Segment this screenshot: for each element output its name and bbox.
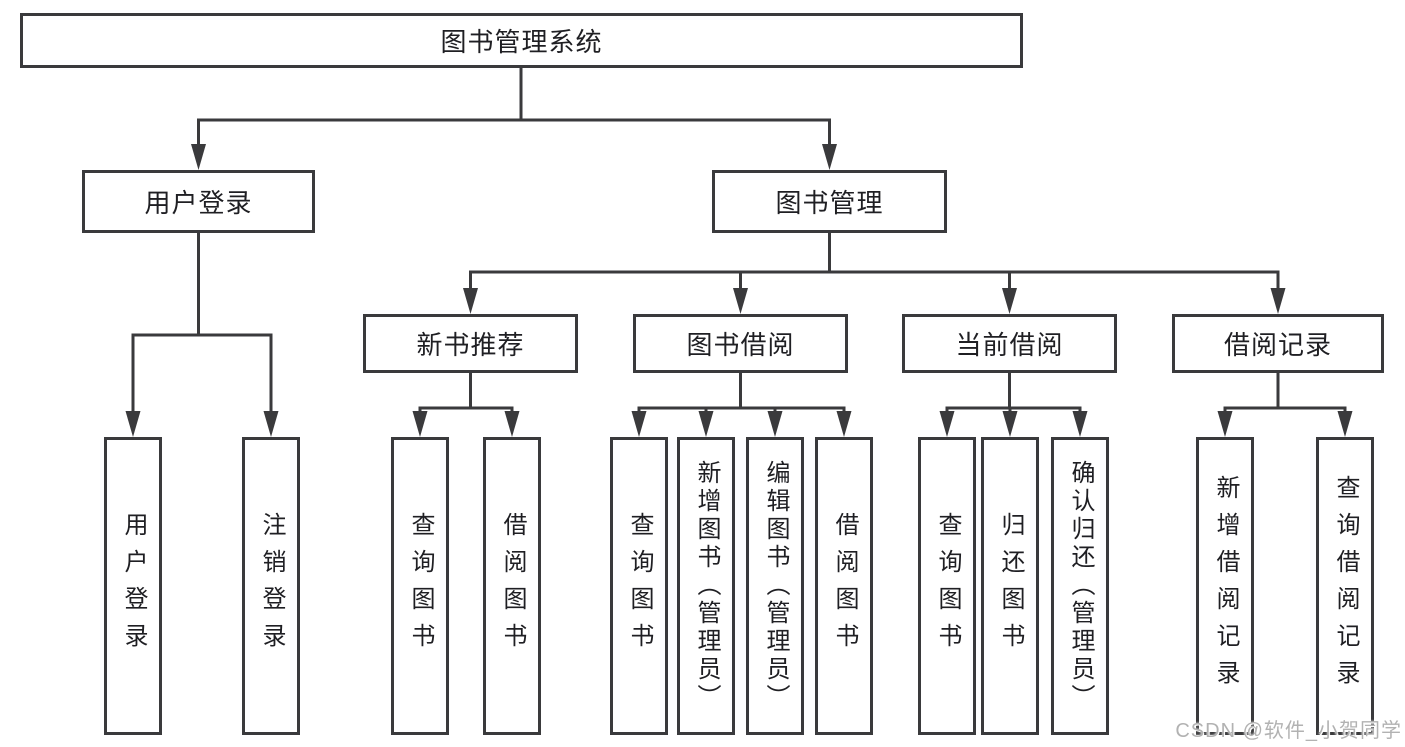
leaf-return-books: 归还图书 <box>981 437 1039 735</box>
leaf-add-books-admin-label: 新增图书（管理员） <box>693 460 720 712</box>
leaf-add-books-admin: 新增图书（管理员） <box>677 437 735 735</box>
node-borrowing-records: 借阅记录 <box>1172 314 1384 373</box>
node-book-management: 图书管理 <box>712 170 947 233</box>
node-book-borrowing: 图书借阅 <box>633 314 848 373</box>
leaf-user-login: 用户登录 <box>104 437 162 735</box>
leaf-query-books-borrowing-label: 查询图书 <box>626 512 653 660</box>
leaf-borrow-books-borrowing-label: 借阅图书 <box>831 512 858 660</box>
watermark: CSDN @软件_小贺同学 <box>1175 720 1402 742</box>
leaf-borrow-books-recommend-label: 借阅图书 <box>499 512 526 660</box>
leaf-logout-login-label: 注销登录 <box>258 512 285 660</box>
leaf-query-books-recommend: 查询图书 <box>391 437 449 735</box>
leaf-borrow-books-borrowing: 借阅图书 <box>815 437 873 735</box>
leaf-return-books-label: 归还图书 <box>997 512 1024 660</box>
leaf-query-books-current-label: 查询图书 <box>934 512 961 660</box>
leaf-edit-books-admin-label: 编辑图书（管理员） <box>762 460 789 712</box>
node-current-borrowing: 当前借阅 <box>902 314 1117 373</box>
leaf-query-books-borrowing: 查询图书 <box>610 437 668 735</box>
leaf-query-borrow-record-label: 查询借阅记录 <box>1332 475 1359 697</box>
leaf-logout-login: 注销登录 <box>242 437 300 735</box>
leaf-confirm-return-admin: 确认归还（管理员） <box>1051 437 1109 735</box>
leaf-user-login-label: 用户登录 <box>120 512 147 660</box>
leaf-add-borrow-record-label: 新增借阅记录 <box>1212 475 1239 697</box>
leaf-add-borrow-record: 新增借阅记录 <box>1196 437 1254 735</box>
leaf-query-books-current: 查询图书 <box>918 437 976 735</box>
leaf-query-books-recommend-label: 查询图书 <box>407 512 434 660</box>
node-new-book-recommendation: 新书推荐 <box>363 314 578 373</box>
node-user-login: 用户登录 <box>82 170 315 233</box>
leaf-query-borrow-record: 查询借阅记录 <box>1316 437 1374 735</box>
leaf-borrow-books-recommend: 借阅图书 <box>483 437 541 735</box>
node-system-root: 图书管理系统 <box>20 13 1023 68</box>
leaf-edit-books-admin: 编辑图书（管理员） <box>746 437 804 735</box>
leaf-confirm-return-admin-label: 确认归还（管理员） <box>1067 460 1094 712</box>
